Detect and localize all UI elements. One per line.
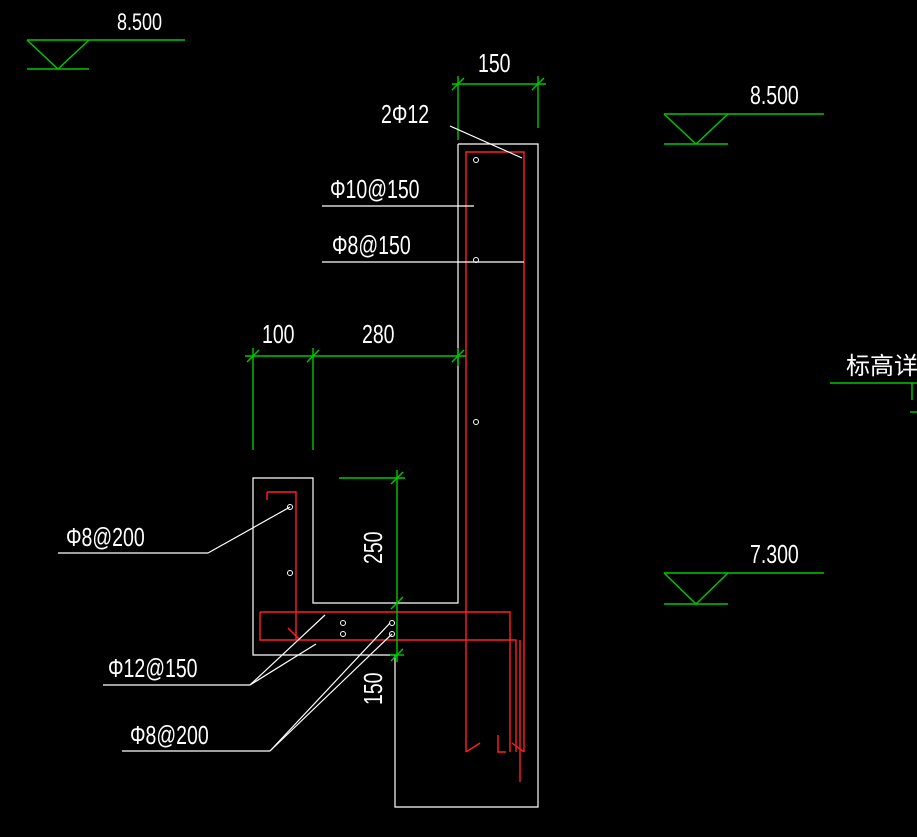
callout-ledge-stirrup: Φ8@200 bbox=[58, 506, 291, 554]
callout-label-slab-dist: Φ8@200 bbox=[130, 720, 209, 749]
callout-label-ledge-stirrup: Φ8@200 bbox=[66, 522, 145, 551]
dimension-wall-thickness: 150 bbox=[451, 48, 546, 140]
dimension-label-ledge-a: 100 bbox=[262, 319, 295, 348]
elevation-marker-top-right: 8.500 bbox=[663, 80, 824, 145]
elevation-marker-top-left: 8.500 bbox=[26, 10, 185, 70]
callout-top-bars: 2Φ12 bbox=[381, 99, 523, 159]
callout-label-wall-horizontal: Φ8@150 bbox=[332, 230, 411, 259]
elevation-label-top-left: 8.500 bbox=[117, 10, 162, 36]
callout-slab-main: Φ12@150 bbox=[103, 614, 326, 686]
callout-wall-horizontal: Φ8@150 bbox=[322, 230, 524, 263]
rebar-slab bbox=[259, 491, 521, 782]
callout-label-top-bars: 2Φ12 bbox=[381, 99, 429, 128]
dimension-ledge-height: 250 bbox=[339, 470, 405, 612]
dimension-slab-thickness: 150 bbox=[358, 612, 404, 705]
dimension-ledge-widths: 100 280 bbox=[245, 319, 466, 450]
dimension-label-ledge-height: 250 bbox=[358, 531, 387, 564]
dimension-label-wall-thickness: 150 bbox=[478, 48, 511, 77]
elevation-note: 标高详见 bbox=[830, 353, 917, 413]
elevation-marker-bottom-right: 7.300 bbox=[663, 539, 824, 605]
callout-label-slab-main: Φ12@150 bbox=[108, 653, 198, 682]
elevation-label-bottom-right: 7.300 bbox=[750, 539, 799, 568]
elevation-note-text: 标高详见 bbox=[846, 353, 917, 380]
elevation-label-top-right: 8.500 bbox=[750, 80, 799, 109]
rebar-wall-vertical bbox=[465, 151, 525, 753]
dimension-label-slab-thickness: 150 bbox=[358, 672, 387, 705]
concrete-outline bbox=[252, 143, 539, 808]
callout-slab-dist: Φ8@200 bbox=[122, 622, 393, 752]
dimension-label-ledge-b: 280 bbox=[362, 319, 395, 348]
callout-label-wall-vertical: Φ10@150 bbox=[330, 174, 420, 203]
callout-wall-vertical: Φ10@150 bbox=[322, 174, 474, 207]
